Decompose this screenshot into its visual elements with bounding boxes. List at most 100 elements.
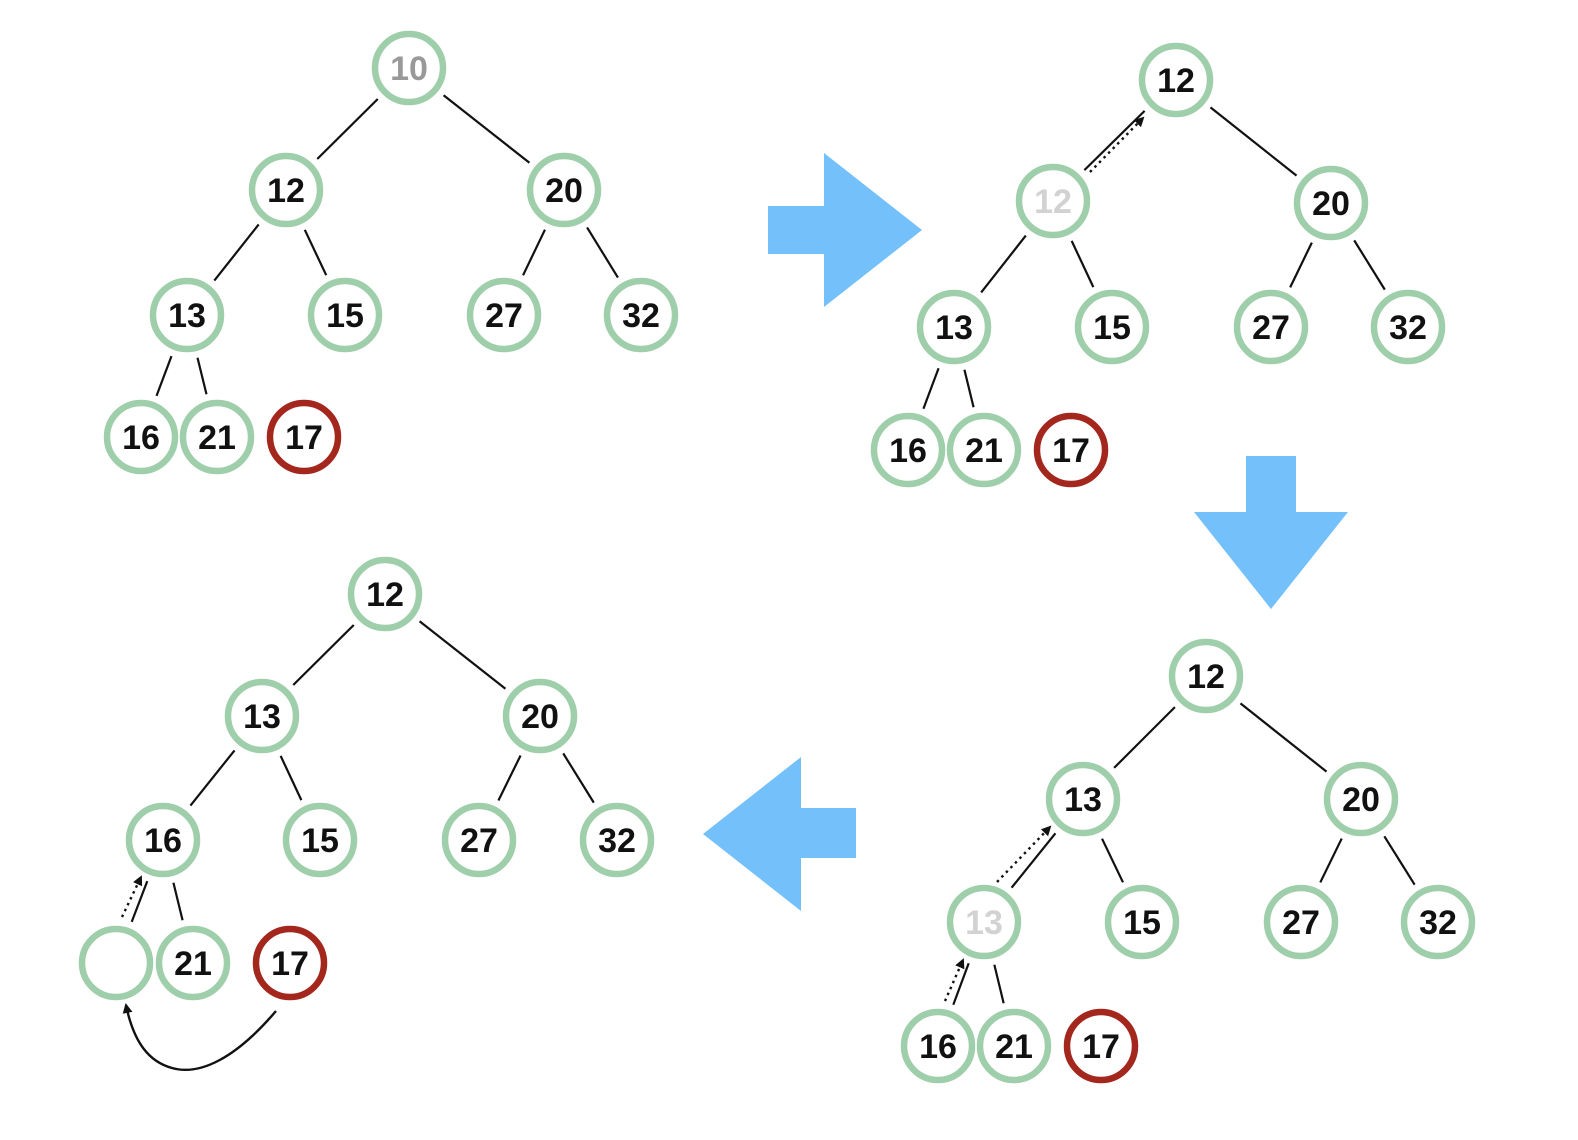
heap-node: 17 xyxy=(1063,1008,1139,1084)
node-ring xyxy=(371,30,447,106)
node-ring xyxy=(307,277,383,353)
heap-node: 12 xyxy=(347,556,423,632)
heap-node: 21 xyxy=(179,399,255,475)
node-value: 21 xyxy=(174,945,212,983)
tree-edge xyxy=(993,964,1005,1004)
node-value: 16 xyxy=(889,432,927,470)
heap-node: 21 xyxy=(155,925,231,1001)
node-value: 32 xyxy=(1389,309,1427,347)
tree-edge xyxy=(1239,702,1328,773)
heap-node: 32 xyxy=(1400,884,1476,960)
tree-edge xyxy=(1083,110,1146,171)
node-value: 20 xyxy=(1342,781,1380,819)
heap-node: 12 xyxy=(1138,42,1214,118)
node-ring xyxy=(282,802,358,878)
highlighted-node-ring xyxy=(1063,1008,1139,1084)
tree-edge xyxy=(952,962,970,1006)
node-ring xyxy=(946,884,1022,960)
node-value: 15 xyxy=(301,822,339,860)
node-ring xyxy=(1168,638,1244,714)
tree-edge xyxy=(1101,838,1124,883)
node-ring xyxy=(579,802,655,878)
node-value: 17 xyxy=(1082,1028,1120,1066)
tree-edge xyxy=(1353,239,1386,291)
node-ring xyxy=(155,925,231,1001)
node-value: 16 xyxy=(144,822,182,860)
node-ring xyxy=(103,399,179,475)
node-value: 13 xyxy=(935,309,973,347)
node-value: 10 xyxy=(390,50,428,88)
move-up-arrow xyxy=(120,875,143,918)
node-value: 12 xyxy=(366,576,404,614)
heap-node xyxy=(78,925,154,1001)
heap-node: 17 xyxy=(266,399,342,475)
stage-4-tree: 12 13 20 16 15 27 32 21 17 xyxy=(78,556,655,1001)
tree-edge xyxy=(189,749,236,807)
node-ring xyxy=(1263,884,1339,960)
node-ring xyxy=(916,289,992,365)
tree-edge xyxy=(586,226,619,279)
flow-arrow-left xyxy=(703,757,856,911)
heap-node: 13 xyxy=(1045,761,1121,837)
heap-node: 27 xyxy=(1233,289,1309,365)
node-ring xyxy=(224,678,300,754)
heap-node: 13 xyxy=(946,884,1022,960)
tree-edge xyxy=(1010,832,1057,889)
node-ring xyxy=(870,412,946,488)
node-ring xyxy=(1370,289,1446,365)
tree-edge xyxy=(172,882,184,921)
tree-edge xyxy=(303,229,328,276)
node-value: 13 xyxy=(168,297,206,335)
heap-node: 10 xyxy=(371,30,447,106)
node-value: 13 xyxy=(1064,781,1102,819)
heap-node: 20 xyxy=(1293,165,1369,241)
node-ring xyxy=(603,277,679,353)
highlighted-node-ring xyxy=(1033,412,1109,488)
node-value: 16 xyxy=(122,419,160,457)
node-ring xyxy=(946,412,1022,488)
node-ring xyxy=(1045,761,1121,837)
node-value: 17 xyxy=(1052,432,1090,470)
node-value: 12 xyxy=(1157,62,1195,100)
heap-node: 32 xyxy=(579,802,655,878)
heap-node: 27 xyxy=(441,802,517,878)
node-ring xyxy=(1293,165,1369,241)
tree-edge xyxy=(980,234,1027,294)
move-up-arrow xyxy=(943,958,965,1002)
heap-node: 20 xyxy=(502,678,578,754)
flow-arrow-down xyxy=(1194,456,1348,609)
node-value: 27 xyxy=(460,822,498,860)
node-ring xyxy=(1233,289,1309,365)
tree-edge xyxy=(213,223,260,282)
heap-node: 12 xyxy=(1015,163,1091,239)
heap-node: 16 xyxy=(125,802,201,878)
highlighted-node-ring xyxy=(266,399,342,475)
heap-node: 17 xyxy=(252,925,328,1001)
heap-node: 27 xyxy=(1263,884,1339,960)
node-value: 15 xyxy=(1123,904,1161,942)
node-ring xyxy=(526,152,602,228)
heap-node: 21 xyxy=(976,1008,1052,1084)
tree-edge xyxy=(292,624,355,686)
node-ring xyxy=(347,556,423,632)
node-ring xyxy=(1138,42,1214,118)
tree-edge xyxy=(1319,838,1343,883)
heap-node: 13 xyxy=(149,277,225,353)
tree-edge xyxy=(1209,106,1298,177)
heap-node: 15 xyxy=(307,277,383,353)
node-value: 13 xyxy=(243,698,281,736)
node-value: 12 xyxy=(1187,658,1225,696)
tree-edge xyxy=(155,355,173,397)
node-value: 21 xyxy=(198,419,236,457)
heap-node: 15 xyxy=(282,802,358,878)
tree-edge xyxy=(1070,240,1095,288)
heap-node: 32 xyxy=(603,277,679,353)
highlighted-node-ring xyxy=(252,925,328,1001)
node-value: 21 xyxy=(965,432,1003,470)
node-ring xyxy=(976,1008,1052,1084)
node-ring xyxy=(149,277,225,353)
node-value: 32 xyxy=(598,822,636,860)
heap-node: 16 xyxy=(900,1008,976,1084)
